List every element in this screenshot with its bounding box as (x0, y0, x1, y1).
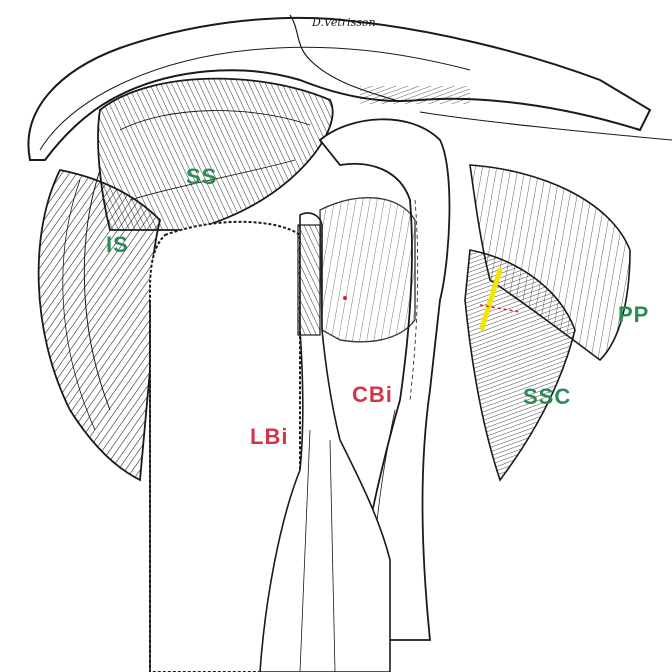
label-long-biceps: LBi (250, 424, 288, 449)
label-coracobiceps: CBi (352, 382, 393, 407)
label-subscapularis: SSC (523, 384, 571, 409)
yellow-marker-line (479, 267, 503, 331)
artist-signature: D.Vetrisson (311, 16, 376, 29)
pectoralis-muscle (469, 164, 631, 362)
infraspinatus-muscle (37, 168, 161, 482)
label-infraspinatus: IS (106, 232, 129, 257)
acromion (27, 14, 672, 161)
deltoid-region (319, 197, 416, 343)
label-pectoralis: PP (618, 302, 649, 327)
red-marker-dash (479, 304, 521, 313)
humerus (148, 220, 301, 672)
label-supraspinatus: SS (186, 164, 217, 189)
supraspinatus-muscle (97, 77, 334, 231)
red-dot (343, 296, 347, 300)
